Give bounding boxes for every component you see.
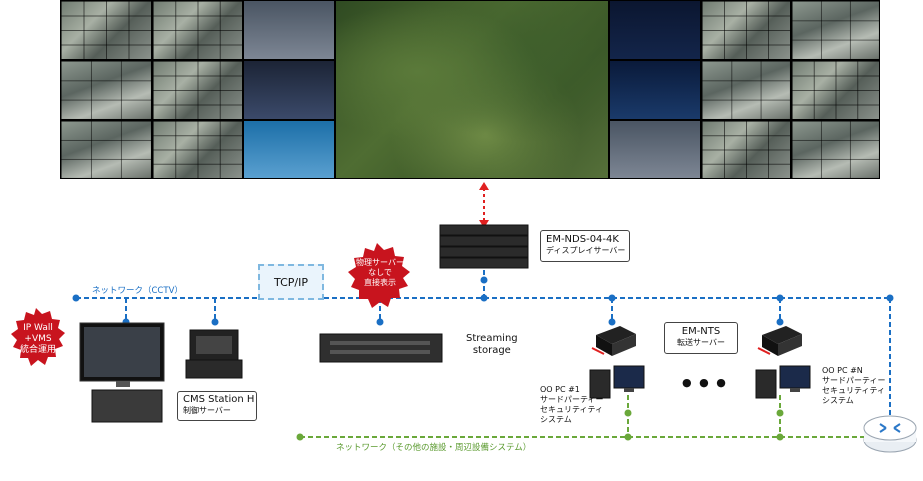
nts-label: EM-NTS 転送サーバー xyxy=(664,322,738,354)
display-server-name: EM-NDS-04-4K xyxy=(546,234,619,245)
display-server-icon xyxy=(439,224,529,269)
cctv-tile xyxy=(60,0,152,60)
cms-label: CMS Station H 制御サーバー xyxy=(177,391,257,421)
direct-badge-line: なしで xyxy=(368,268,392,277)
cctv-tile xyxy=(701,120,791,179)
ipwall-badge-line: 統合運用 xyxy=(19,345,56,355)
cctv-tile xyxy=(60,60,152,120)
direct-display-badge: 物理サーバー なしで 直接表示 xyxy=(352,258,408,288)
pcn-line: サードパーティー xyxy=(822,376,886,385)
display-server-sub: ディスプレイサーバー xyxy=(546,246,626,255)
cctv-tile xyxy=(60,120,152,179)
news-tile xyxy=(243,60,335,120)
cctv-tile xyxy=(152,120,243,179)
tcp-ip-label: TCP/IP xyxy=(258,264,324,300)
ipwall-badge: IP Wall +VMS 統合運用 xyxy=(16,323,60,356)
vms-workstation-icon xyxy=(79,322,165,423)
vms-tile xyxy=(243,0,335,60)
pcn-title: OO PC #N xyxy=(822,366,863,375)
pc1-line: システム xyxy=(540,415,572,424)
pc1-line: セキュリティティ xyxy=(540,405,604,414)
router-icon xyxy=(863,415,917,453)
nts-device-icon xyxy=(591,326,636,356)
map-tile xyxy=(335,0,609,179)
storage-label-line: Streaming xyxy=(466,333,518,344)
display-server-label: EM-NDS-04-4K ディスプレイサーバー xyxy=(540,230,630,262)
cctv-tile xyxy=(701,0,791,60)
pc1-icon xyxy=(589,365,645,399)
dashboard-tile xyxy=(609,60,701,120)
nts-sub: 転送サーバー xyxy=(677,338,725,347)
pc1-label: OO PC #1 サードパーティー セキュリティティ システム xyxy=(540,385,604,425)
storage-server-icon xyxy=(319,333,443,363)
ipwall-badge-line: IP Wall xyxy=(23,323,53,333)
direct-badge-line: 直接表示 xyxy=(364,278,396,287)
arrow-up-icon xyxy=(479,182,489,190)
direct-badge-shape xyxy=(348,243,410,308)
storage-label-line: storage xyxy=(472,345,511,356)
other-network-label: ネットワーク（その他の施設・周辺設備システム） xyxy=(336,443,532,453)
cms-station-icon xyxy=(185,329,243,379)
ipwall-badge-shape xyxy=(11,308,65,366)
pcn-line: システム xyxy=(822,396,854,405)
cms-sub: 制御サーバー xyxy=(183,406,231,415)
dashboard-tile xyxy=(609,0,701,60)
video-call-tile xyxy=(609,120,701,179)
nts-name: EM-NTS xyxy=(681,326,721,337)
cctv-tile xyxy=(152,60,243,120)
cctv-tile xyxy=(701,60,791,120)
cctv-tile xyxy=(791,0,880,60)
nts-device-icon xyxy=(757,326,802,356)
arrow-down-icon xyxy=(479,220,489,228)
video-wall xyxy=(60,0,880,179)
conference-tile xyxy=(243,120,335,179)
more-devices-ellipsis: ● ● ● xyxy=(682,376,728,389)
pc1-line: サードパーティー xyxy=(540,395,604,404)
direct-badge-line: 物理サーバー xyxy=(356,258,404,267)
cctv-tile xyxy=(791,120,880,179)
pcn-icon xyxy=(755,365,811,399)
pcn-label: OO PC #N サードパーティー セキュリティティ システム xyxy=(822,366,886,406)
cctv-tile xyxy=(152,0,243,60)
cms-name: CMS Station H xyxy=(183,394,255,405)
cctv-network-label: ネットワーク（CCTV） xyxy=(92,286,183,296)
ipwall-badge-line: +VMS xyxy=(24,334,52,344)
storage-label: Streaming storage xyxy=(466,333,518,357)
cctv-tile xyxy=(791,60,880,120)
pcn-line: セキュリティティ xyxy=(822,386,886,395)
pc1-title: OO PC #1 xyxy=(540,385,580,394)
